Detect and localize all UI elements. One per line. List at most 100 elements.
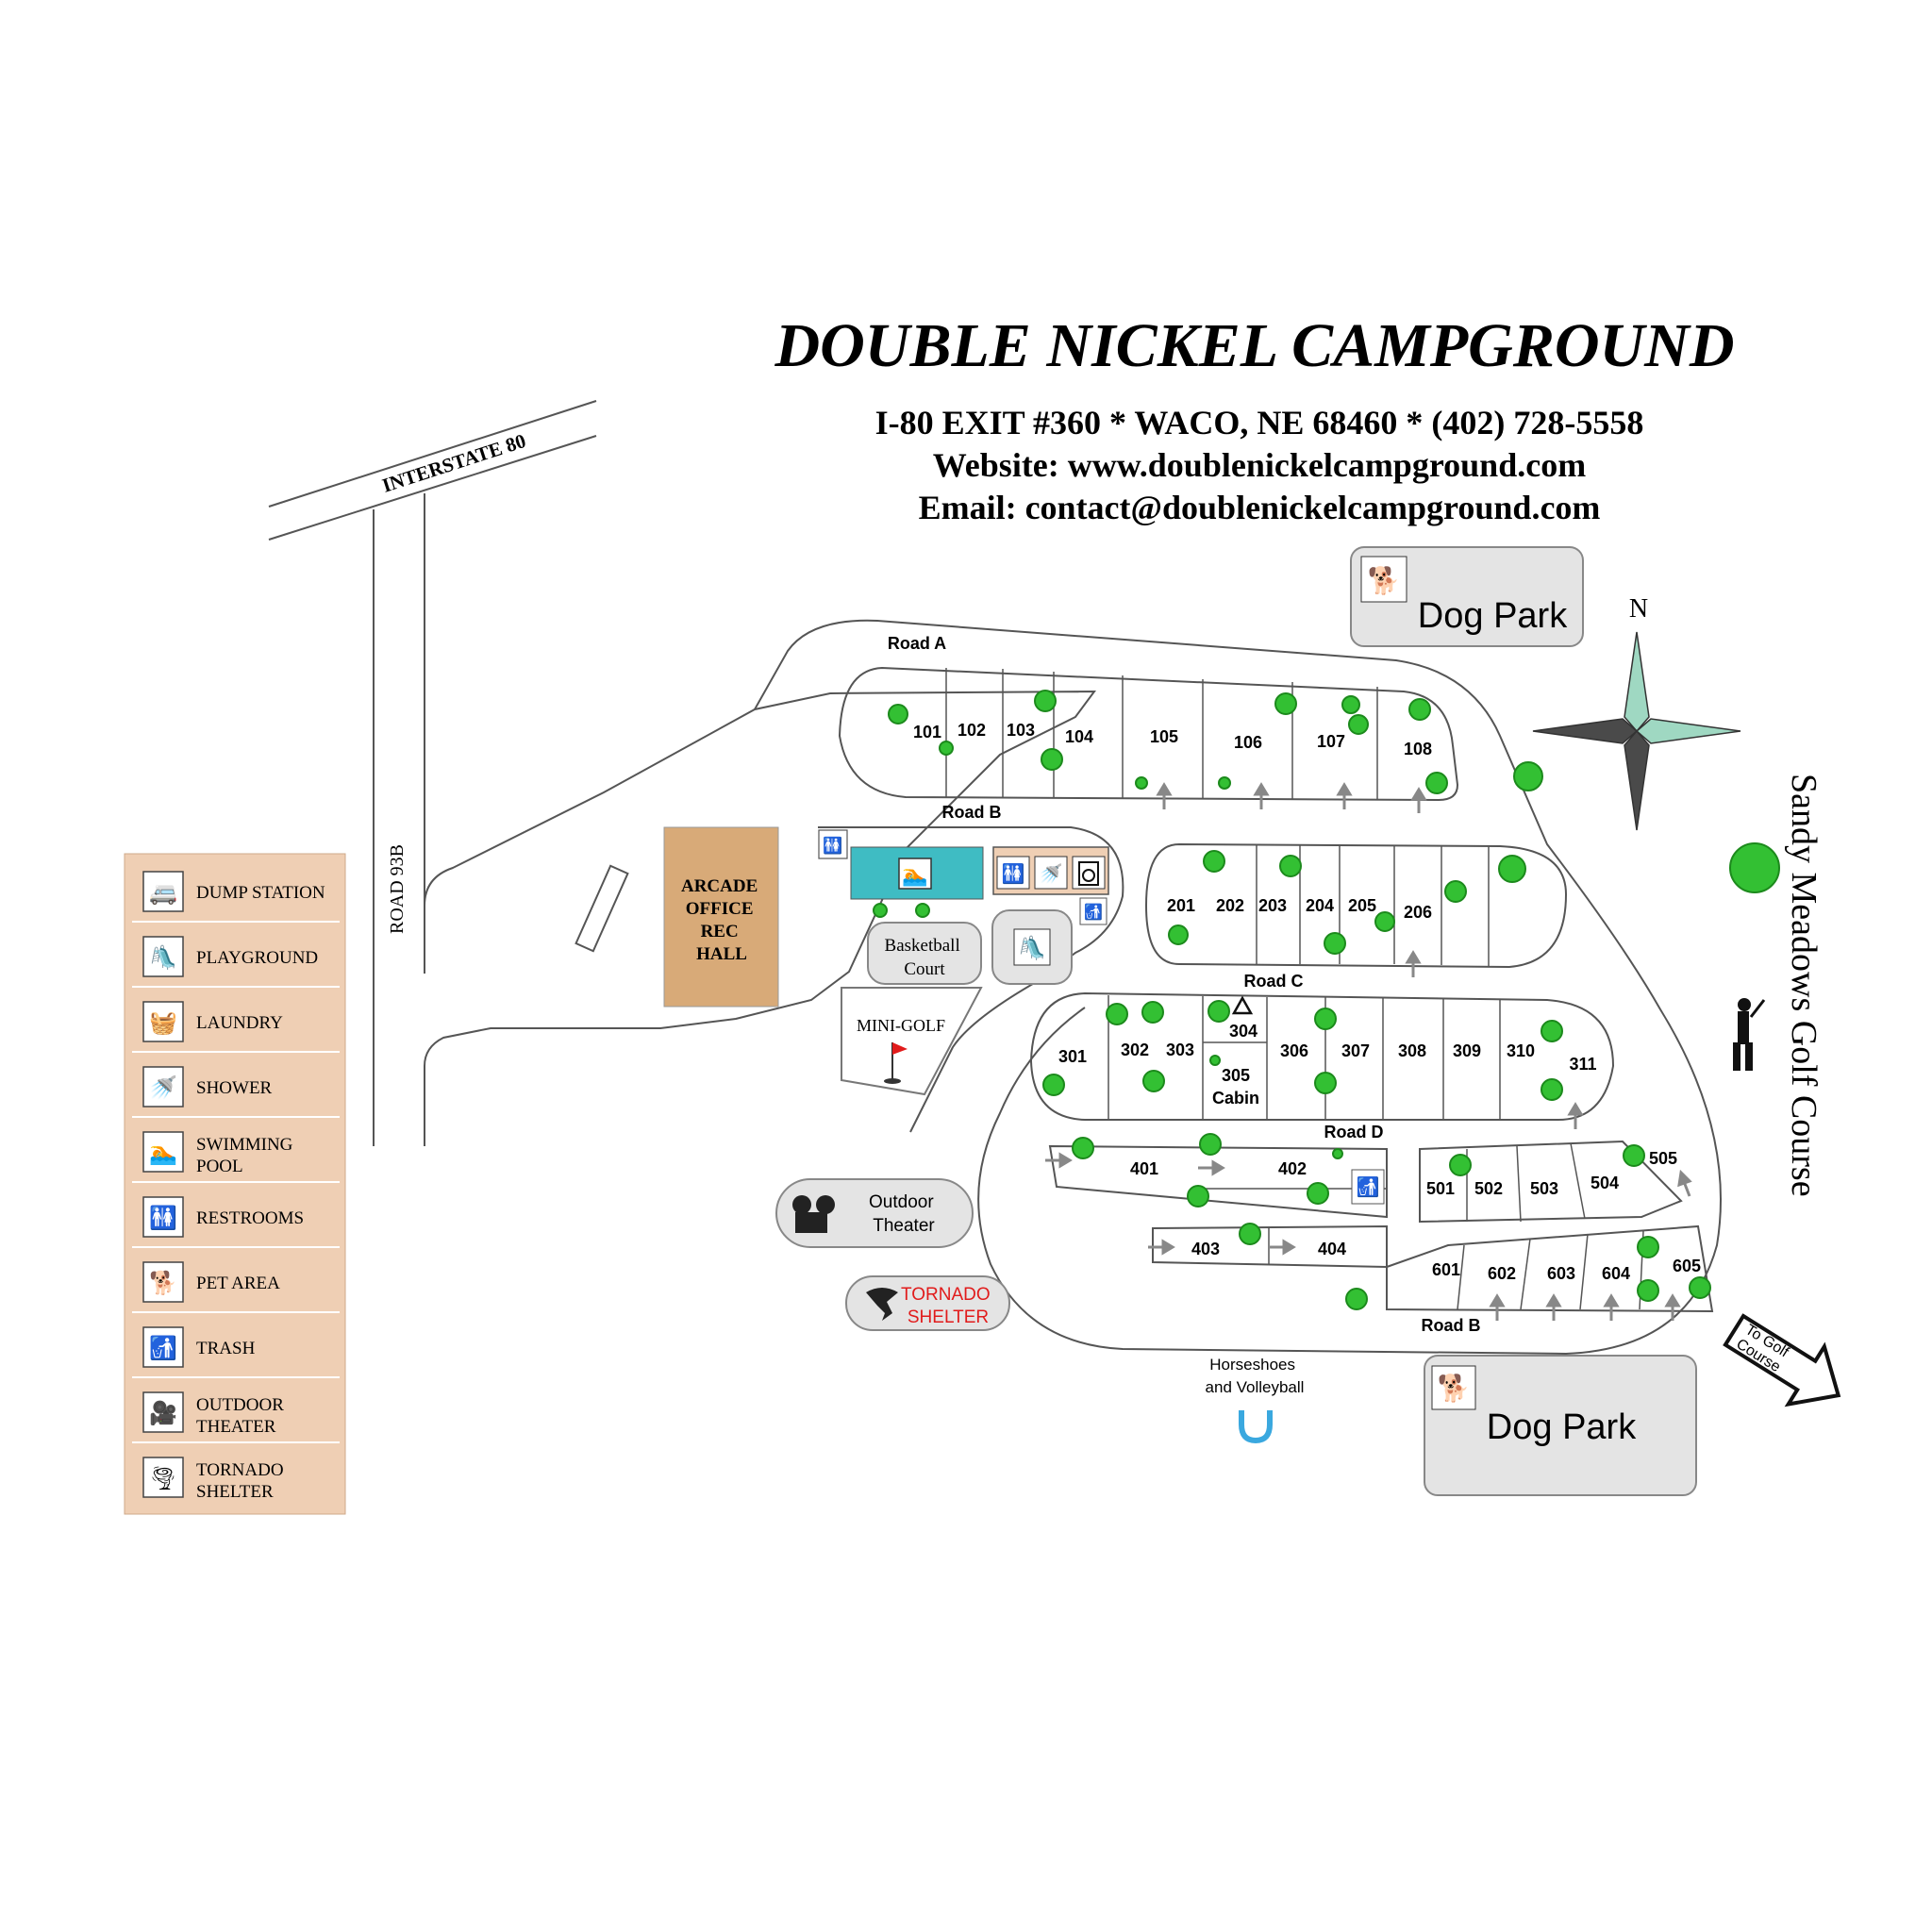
swimming-pool-icon: 🏊 xyxy=(149,1141,177,1166)
site-404: 404 xyxy=(1318,1240,1346,1258)
site-105: 105 xyxy=(1150,727,1178,746)
site-201: 201 xyxy=(1167,896,1195,915)
legend-row: 🚐 DUMP STATION xyxy=(142,871,325,912)
legend-label: PLAYGROUND xyxy=(196,948,318,968)
dump-station-pad xyxy=(575,864,629,953)
site-102: 102 xyxy=(958,721,986,740)
site-401: 401 xyxy=(1130,1159,1158,1178)
playground: 🛝 xyxy=(991,909,1073,985)
road-93b xyxy=(373,493,425,1146)
site-202: 202 xyxy=(1216,896,1244,915)
arcade-label: ARCADE xyxy=(681,876,758,896)
legend-label: OUTDOOR xyxy=(196,1395,284,1415)
site-402: 402 xyxy=(1278,1159,1307,1178)
legend-label: DUMP STATION xyxy=(196,883,325,903)
svg-text:Horseshoes and Volleybal: Horseshoes and Volleyball xyxy=(1206,1356,1305,1396)
road-d-label: Road D xyxy=(1324,1123,1384,1141)
mini-golf: MINI-GOLF xyxy=(841,987,983,1096)
playground-icon: 🛝 xyxy=(1018,935,1046,961)
legend-label: TRASH xyxy=(196,1339,256,1358)
legend-label: POOL xyxy=(196,1157,243,1176)
horseshoes-volleyball: Horseshoes and Volleyball xyxy=(1206,1356,1305,1444)
site-304: 304 xyxy=(1229,1022,1257,1041)
site-104: 104 xyxy=(1065,727,1093,746)
legend: 🚐 DUMP STATION 🛝 PLAYGROUND 🧺 LAUNDRY 🚿 SHOWER 🏊… xyxy=(124,853,346,1515)
basketball-court: Basketball Court xyxy=(867,922,982,985)
site-308: 308 xyxy=(1398,1041,1426,1060)
outdoor-theater-label-2: Theater xyxy=(873,1216,935,1236)
map-title: DOUBLE NICKEL CAMPGROUND xyxy=(774,311,1734,380)
legend-label: TORNADO xyxy=(196,1460,284,1480)
site-entry-arrows xyxy=(1045,782,1692,1321)
site-blocks xyxy=(838,666,1714,1313)
legend-row: 🐕PET AREA xyxy=(132,1246,340,1303)
trash-pictogram-road-d: 🚮 xyxy=(1351,1169,1385,1205)
entrance-road xyxy=(424,690,1096,1146)
site-501: 501 xyxy=(1426,1179,1455,1198)
legend-label: SWIMMING xyxy=(196,1135,293,1155)
site-301: 301 xyxy=(1058,1047,1087,1066)
hall-label: HALL xyxy=(696,944,747,964)
legend-label: SHELTER xyxy=(196,1482,274,1502)
legend-row: 🛝 PLAYGROUND xyxy=(132,921,340,977)
site-204: 204 xyxy=(1306,896,1334,915)
tornado-shelter-icon xyxy=(866,1288,898,1321)
site-602: 602 xyxy=(1488,1264,1516,1283)
site-505: 505 xyxy=(1649,1149,1677,1168)
address-line: I-80 EXIT #360 * WACO, NE 68460 * (402) … xyxy=(875,404,1644,441)
campground-loop-road xyxy=(754,619,1722,1356)
legend-label: SHOWER xyxy=(196,1078,273,1098)
laundry-icon: 🧺 xyxy=(149,1010,177,1036)
pet-area-icon-bottom: 🐕 xyxy=(1438,1373,1471,1404)
trash-pictogram-small: 🚮 xyxy=(1079,897,1108,925)
site-206: 206 xyxy=(1404,903,1432,922)
dump-station-icon: 🚐 xyxy=(149,880,177,906)
svg-text:Basketball Court: Basketball Court xyxy=(885,936,965,979)
site-504: 504 xyxy=(1591,1174,1619,1192)
site-302: 302 xyxy=(1121,1041,1149,1059)
email-line: Email: contact@doublenickelcampground.co… xyxy=(919,489,1601,526)
site-305-cabin: Cabin xyxy=(1212,1089,1259,1108)
arcade-office-building: ARCADE OFFICE REC HALL xyxy=(663,826,779,1008)
restrooms-icon: 🚻 xyxy=(149,1205,177,1231)
road-93b-label: ROAD 93B xyxy=(387,844,408,934)
svg-text:TORNADO SHELTER: TORNADO SHELTER xyxy=(901,1285,995,1327)
site-503: 503 xyxy=(1530,1179,1558,1198)
site-403: 403 xyxy=(1191,1240,1220,1258)
horseshoes-label-2: and Volleyball xyxy=(1206,1378,1305,1396)
office-label: OFFICE xyxy=(686,899,754,919)
playground-icon: 🛝 xyxy=(149,944,177,971)
pet-area-icon: 🐕 xyxy=(1368,565,1401,596)
legend-label: LAUNDRY xyxy=(196,1013,283,1033)
compass-rose: N xyxy=(1532,594,1741,831)
basketball-label-2: Court xyxy=(904,959,945,979)
road-a-label: Road A xyxy=(888,634,946,653)
dog-park-bottom-label: Dog Park xyxy=(1487,1407,1637,1447)
site-605: 605 xyxy=(1673,1257,1701,1275)
site-101: 101 xyxy=(913,723,941,741)
rec-label: REC xyxy=(701,922,739,941)
legend-row: 🧺 LAUNDRY xyxy=(132,986,340,1042)
site-502: 502 xyxy=(1474,1179,1503,1198)
legend-row: 🏊 SWIMMING POOL xyxy=(132,1116,340,1176)
tornado-shelter-icon: 🌪 xyxy=(149,1466,177,1491)
site-305: 305 xyxy=(1222,1066,1250,1085)
trees xyxy=(873,690,1780,1310)
golfer-icon xyxy=(1733,998,1766,1071)
legend-label: PET AREA xyxy=(196,1274,280,1293)
site-311: 311 xyxy=(1569,1055,1596,1074)
dog-park-bottom: 🐕 Dog Park xyxy=(1424,1355,1697,1496)
svg-text:Outdoor Theater: Outdoor Theater xyxy=(869,1192,939,1236)
to-golf-course-arrow: To Golf Course xyxy=(1723,1313,1841,1407)
dog-park-top-label: Dog Park xyxy=(1418,596,1568,636)
svg-text:🚮: 🚮 xyxy=(1357,1175,1380,1198)
site-106: 106 xyxy=(1234,733,1262,752)
site-603: 603 xyxy=(1547,1264,1575,1283)
outdoor-theater-label-1: Outdoor xyxy=(869,1192,934,1212)
horseshoe-icon xyxy=(1239,1410,1273,1444)
site-310: 310 xyxy=(1507,1041,1535,1060)
shower-icon: 🚿 xyxy=(149,1074,177,1101)
tornado-shelter: TORNADO SHELTER xyxy=(845,1275,1010,1331)
